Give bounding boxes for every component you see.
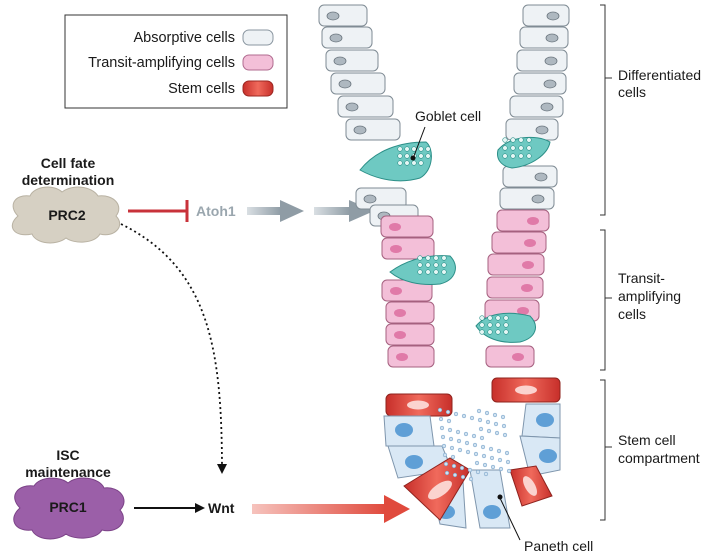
prc1-label: PRC1 [49, 499, 87, 515]
cell-fate-label-line2: determination [22, 172, 115, 188]
goblet-cell [389, 255, 456, 285]
paneth-cell-pointer-dot [497, 494, 503, 500]
prc2-label: PRC2 [48, 207, 86, 223]
wnt-arrow [252, 495, 410, 523]
left-wall-cell [387, 345, 435, 368]
left-wall-cell [325, 49, 379, 72]
legend-swatch-stem [242, 80, 274, 97]
goblet-cell-pointer [413, 126, 426, 157]
right-wall-cell [485, 345, 535, 368]
right-wall-cell [516, 49, 568, 72]
goblet-cell [497, 136, 551, 169]
legend-label-absorptive: Absorptive cells [133, 30, 235, 46]
goblet-cell [359, 141, 432, 182]
legend-swatch-transit [242, 54, 274, 71]
zone-stem-line2: compartment [618, 450, 700, 466]
right-wall-cell [487, 253, 545, 276]
right-wall-cell [486, 276, 544, 299]
goblet-cell [475, 312, 536, 343]
right-wall-cell [519, 26, 569, 49]
right-wall-cell [502, 165, 558, 188]
zone-transit-line3: cells [618, 306, 646, 322]
right-wall-cell [491, 231, 547, 254]
right-wall-cell [505, 118, 559, 141]
left-wall-cell [330, 72, 386, 95]
zone-transit-line1: Transit- [618, 270, 665, 286]
right-wall-cell [499, 187, 555, 210]
legend-swatch-absorptive [242, 29, 274, 46]
paneth-cell [519, 435, 561, 477]
left-wall-cell [345, 118, 401, 141]
legend: Absorptive cells Transit-amplifying cell… [64, 14, 288, 109]
right-wall-cell [522, 4, 570, 27]
left-wall-cell [381, 237, 435, 260]
bracket-stem [600, 379, 606, 521]
left-wall-cell [385, 323, 435, 346]
prc2-to-wnt-dotted-arrow [120, 223, 227, 474]
paneth-granules [437, 407, 512, 482]
isc-label-line2: maintenance [25, 464, 111, 480]
left-wall-cell [385, 301, 435, 324]
legend-label-transit: Transit-amplifying cells [88, 55, 235, 71]
paneth-cell [469, 469, 511, 529]
left-wall-cell [381, 279, 433, 302]
right-wall-cell [509, 95, 564, 118]
wnt-label: Wnt [208, 500, 235, 516]
atoh1-arrow-2 [314, 200, 374, 222]
stem-cell [385, 393, 453, 417]
bracket-differentiated [600, 4, 606, 216]
atoh1-arrow-1 [247, 200, 304, 222]
paneth-cell [521, 403, 561, 439]
zone-brackets [600, 4, 612, 521]
right-wall-cell [513, 72, 567, 95]
crypt [318, 4, 570, 529]
zone-transit-line2: amplifying [618, 288, 681, 304]
goblet-cell-label: Goblet cell [415, 108, 481, 124]
stem-cell [509, 465, 553, 507]
left-wall-cell [318, 4, 368, 27]
prc2-cloud [11, 186, 121, 244]
left-wall-cell [380, 215, 434, 238]
atoh1-label: Atoh1 [196, 203, 236, 219]
right-wall-cell [496, 209, 550, 232]
stem-cell [491, 377, 561, 403]
goblet-cell-pointer-dot [410, 155, 416, 161]
left-wall-cell [321, 26, 373, 49]
paneth-cell-pointer [499, 497, 521, 541]
paneth-cell [383, 415, 435, 447]
cell-fate-label-line1: Cell fate [41, 155, 96, 171]
zone-differentiated-line2: cells [618, 84, 646, 100]
isc-label-line1: ISC [56, 447, 79, 463]
bracket-transit [600, 229, 606, 371]
zone-stem-line1: Stem cell [618, 432, 676, 448]
paneth-cell-label: Paneth cell [524, 538, 593, 554]
left-wall-cell [337, 95, 394, 118]
prc1-cloud [13, 477, 125, 540]
legend-label-stem: Stem cells [168, 81, 235, 97]
zone-differentiated-line1: Differentiated [618, 67, 701, 83]
